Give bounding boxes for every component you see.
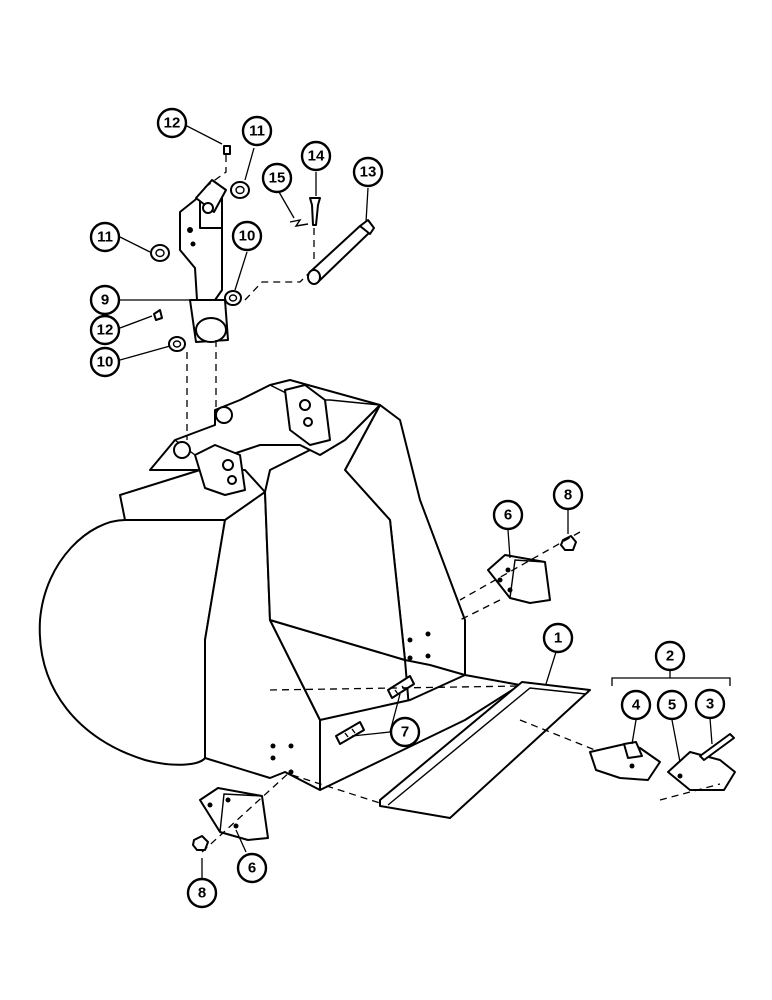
bushing-upper-right bbox=[230, 181, 250, 199]
svg-text:15: 15 bbox=[269, 170, 286, 187]
mounting-bolts bbox=[335, 675, 415, 745]
svg-text:5: 5 bbox=[668, 697, 676, 714]
bucket-body bbox=[38, 379, 521, 791]
callout-8-right: 8 bbox=[552, 479, 584, 511]
svg-text:9: 9 bbox=[101, 292, 109, 309]
nut-right bbox=[560, 535, 577, 551]
svg-text:11: 11 bbox=[249, 123, 265, 140]
svg-text:14: 14 bbox=[308, 148, 325, 165]
callout-7: 7 bbox=[389, 716, 421, 748]
bucket-rear-top bbox=[264, 404, 406, 661]
bushing-lower-left bbox=[168, 336, 186, 352]
callout-5: 5 bbox=[656, 689, 688, 721]
bushing-lower-right bbox=[224, 290, 242, 306]
callout-12-left: 12 bbox=[89, 314, 121, 346]
svg-text:1: 1 bbox=[554, 630, 562, 647]
svg-text:7: 7 bbox=[401, 724, 409, 741]
svg-text:8: 8 bbox=[564, 487, 572, 504]
wear-plate-right bbox=[459, 531, 581, 621]
callout-2: 2 bbox=[654, 640, 686, 672]
callout-1: 1 bbox=[542, 622, 574, 654]
svg-text:8: 8 bbox=[198, 885, 206, 902]
retaining-bolt bbox=[309, 197, 321, 226]
callout-11-top: 11 bbox=[241, 115, 273, 147]
svg-text:6: 6 bbox=[248, 860, 256, 877]
svg-text:12: 12 bbox=[164, 115, 181, 132]
right-hitch-ear bbox=[284, 384, 331, 446]
bushing-upper-left bbox=[150, 244, 170, 262]
callout-10-right: 10 bbox=[231, 220, 263, 252]
callout-4: 4 bbox=[620, 689, 652, 721]
svg-text:12: 12 bbox=[97, 322, 114, 339]
callout-12-top: 12 bbox=[156, 107, 188, 139]
callout-14: 14 bbox=[300, 140, 332, 172]
svg-text:2: 2 bbox=[666, 648, 674, 665]
svg-text:6: 6 bbox=[504, 507, 512, 524]
svg-text:4: 4 bbox=[632, 697, 641, 714]
pivot-pin-assembly bbox=[289, 197, 375, 285]
grease-fitting-top bbox=[223, 145, 231, 155]
leader-lines bbox=[119, 124, 731, 878]
callout-9: 9 bbox=[89, 284, 121, 316]
callout-15: 15 bbox=[261, 162, 293, 194]
tooth-point bbox=[667, 751, 736, 791]
callout-8-left: 8 bbox=[186, 877, 218, 909]
callout-11-left: 11 bbox=[89, 221, 121, 253]
callout-3: 3 bbox=[694, 688, 726, 720]
grease-fitting-lower bbox=[153, 309, 163, 321]
svg-text:11: 11 bbox=[97, 229, 113, 246]
tooth-assembly bbox=[589, 733, 736, 801]
cotter-pin bbox=[289, 218, 309, 227]
callout-10-left: 10 bbox=[89, 346, 121, 378]
svg-text:3: 3 bbox=[706, 696, 714, 713]
pivot-link-assembly bbox=[150, 145, 311, 440]
callout-13: 13 bbox=[352, 156, 384, 188]
tooth-pin bbox=[699, 733, 735, 761]
bucket-side-plate bbox=[38, 519, 226, 766]
cutting-edge bbox=[269, 681, 601, 819]
svg-text:13: 13 bbox=[360, 164, 377, 181]
callout-6-left: 6 bbox=[236, 852, 268, 884]
wear-plate-left bbox=[192, 769, 293, 853]
svg-text:10: 10 bbox=[239, 228, 256, 245]
callout-6-right: 6 bbox=[492, 499, 524, 531]
svg-text:10: 10 bbox=[97, 354, 114, 371]
